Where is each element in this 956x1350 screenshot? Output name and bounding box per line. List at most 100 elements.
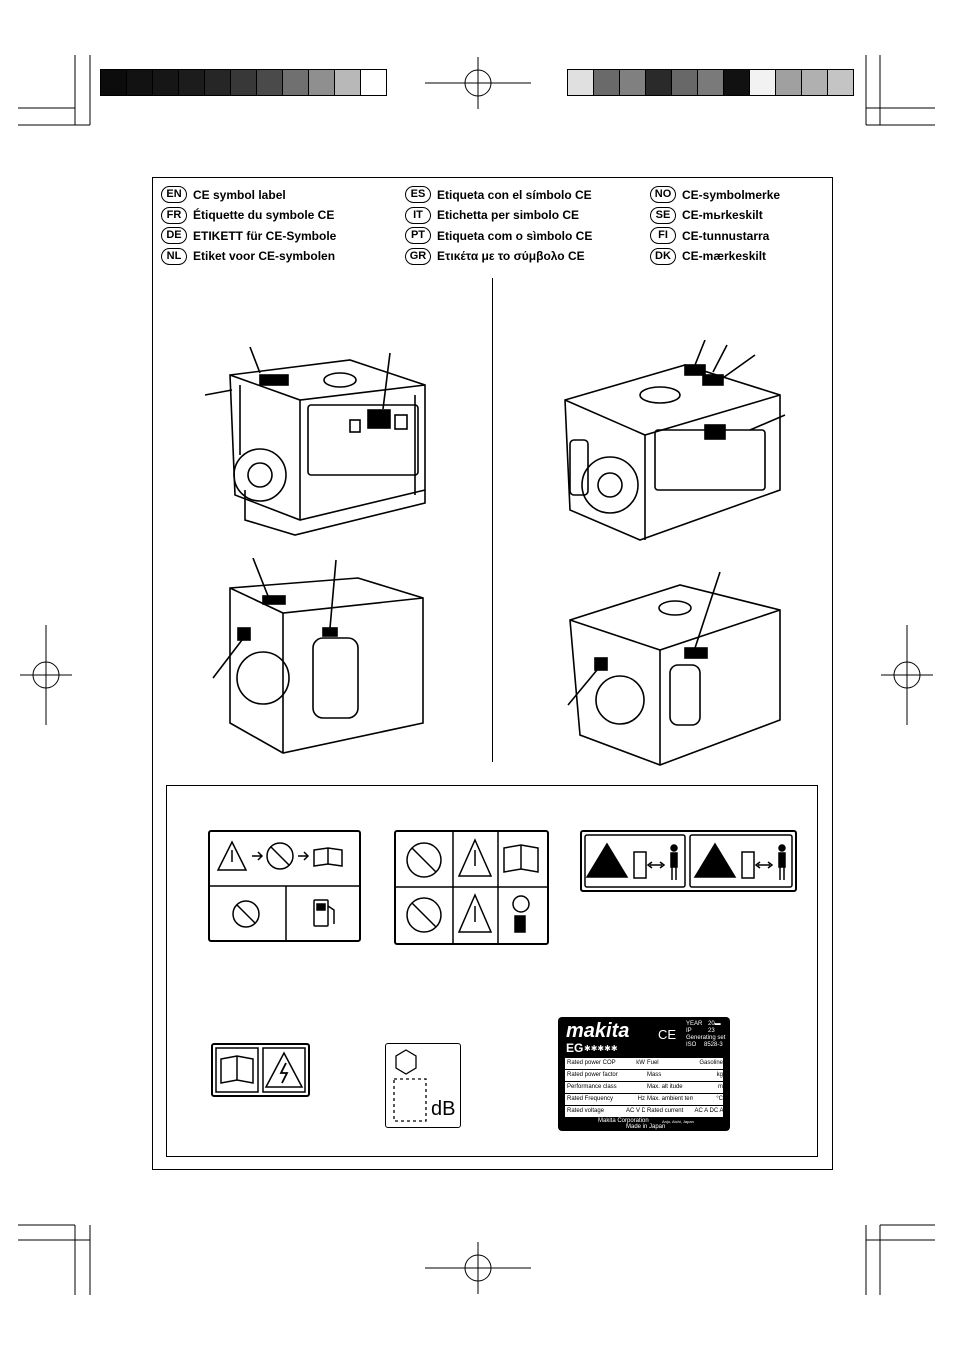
generator-illustration-4 xyxy=(567,571,781,766)
language-title: EN CE symbol label xyxy=(161,186,286,203)
plate-year-value: 20▬ xyxy=(708,1021,721,1027)
plate-made-in: Made in Japan xyxy=(626,1124,666,1130)
language-title-text: Ετικέτα με το σύμβολο CE xyxy=(437,249,585,263)
plate-genset: Generating set xyxy=(686,1035,726,1041)
language-title-text: Etiket voor CE-symbolen xyxy=(193,249,336,263)
language-code-badge: SE xyxy=(650,206,676,224)
generator-illustration-3 xyxy=(212,558,424,754)
language-title-text: Etiqueta com o sìmbolo CE xyxy=(437,228,593,243)
language-code-badge: FI xyxy=(650,227,676,244)
warning-sticker-2-art xyxy=(396,832,547,943)
rating-plate: makita EG ✱✱✱✱✱ CE YEAR 20▬ IP 23 Genera… xyxy=(558,1017,730,1131)
language-title: IT Etichetta per simbolo CE xyxy=(405,206,580,224)
noise-label: dB xyxy=(385,1043,461,1128)
plate-spec-value: kg xyxy=(716,1072,723,1078)
language-code-badge: NO xyxy=(650,186,676,203)
page-frame xyxy=(152,177,833,1170)
plate-spec-unit: kW xyxy=(636,1060,645,1066)
language-title: FR Étiquette du symbole CE xyxy=(161,206,335,224)
language-title-text: CE-mærkeskilt xyxy=(682,249,767,263)
language-title-text: CE-symbolmerke xyxy=(682,187,781,202)
warning-sticker-2 xyxy=(394,830,549,945)
plate-model-suffix: ✱✱✱✱✱ xyxy=(584,1044,618,1053)
language-title-text: CE-mь‌rkeskilt xyxy=(682,208,763,222)
language-title: NL Etiket voor CE-symbolen xyxy=(161,247,336,265)
noise-label-art xyxy=(393,1049,427,1122)
plate-spec-label: Max. alt itude xyxy=(646,1084,683,1090)
language-title-text: ETIKETT für CE-Symbole xyxy=(193,228,337,243)
plate-spec-unit: Hz xyxy=(637,1096,645,1102)
language-title: NO CE-symbolmerke xyxy=(650,186,780,203)
language-title-text: CE symbol label xyxy=(193,187,286,202)
language-title: GR Ετικέτα με το σύμβολο CE xyxy=(405,247,585,265)
color-swatch xyxy=(593,69,620,96)
color-swatch xyxy=(749,69,776,96)
plate-spec-value: m xyxy=(718,1084,723,1090)
language-title-text: Etichetta per simbolo CE xyxy=(437,208,580,222)
language-title: DE ETIKETT für CE-Symbole xyxy=(161,227,336,244)
language-code-badge: GR xyxy=(405,247,431,265)
color-swatch xyxy=(308,69,335,96)
warning-sticker-4 xyxy=(211,1043,310,1097)
warning-sticker-1 xyxy=(208,830,361,942)
plate-spec-label: Rated power factor xyxy=(567,1072,618,1078)
plate-spec-label: Mass xyxy=(646,1072,662,1078)
plate-spec-label: Rated Frequency xyxy=(567,1096,614,1102)
plate-brand: makita xyxy=(566,1020,630,1042)
plate-spec-value: AC A DC A xyxy=(694,1108,723,1114)
color-swatch xyxy=(775,69,802,96)
language-code-badge: FR xyxy=(161,206,187,224)
color-swatch xyxy=(827,69,854,96)
plate-ce-mark: CE xyxy=(658,1027,677,1042)
color-swatch xyxy=(801,69,828,96)
plate-spec-label: Rated power COP xyxy=(567,1060,616,1066)
warning-sticker-4-art xyxy=(215,1047,306,1093)
language-title: ES Etiqueta con el símbolo CE xyxy=(405,186,592,203)
warning-sticker-1-art xyxy=(210,840,359,940)
warning-sticker-3 xyxy=(580,830,797,892)
plate-maker-location: Anjo, Aichi, Japan xyxy=(662,1119,694,1124)
color-swatch xyxy=(671,69,698,96)
plate-spec-unit xyxy=(624,1082,645,1093)
plate-spec-value: °C xyxy=(716,1096,723,1102)
plate-spec-label: Performance class xyxy=(567,1084,617,1090)
language-code-badge: NL xyxy=(161,247,187,265)
color-swatch xyxy=(152,69,179,96)
plate-spec-value: Gasoline xyxy=(699,1060,723,1066)
language-title-text: Étiquette du symbole CE xyxy=(193,208,335,222)
plate-spec-label: Max. ambient temp xyxy=(646,1096,693,1102)
language-title: SE CE-mь‌rkeskilt xyxy=(650,206,763,224)
language-code-badge: ES xyxy=(405,186,431,203)
color-swatch xyxy=(204,69,231,96)
color-swatch xyxy=(645,69,672,96)
plate-maker: Makita Corporation xyxy=(598,1118,649,1124)
label-panel xyxy=(166,785,818,1157)
plate-spec-label: Fuel xyxy=(646,1060,659,1066)
color-swatch xyxy=(282,69,309,96)
color-swatch xyxy=(178,69,205,96)
plate-spec-row: Rated power factor Mass kg xyxy=(565,1070,723,1081)
noise-unit: dB xyxy=(431,1098,456,1120)
color-swatch xyxy=(126,69,153,96)
color-swatch xyxy=(230,69,257,96)
language-code-badge: EN xyxy=(161,186,187,203)
generator-illustration-2 xyxy=(564,340,786,541)
plate-spec-unit xyxy=(624,1070,645,1081)
plate-year-label: YEAR xyxy=(686,1021,703,1027)
color-swatch xyxy=(100,69,127,96)
plate-spec-label: Rated voltage xyxy=(567,1108,605,1114)
color-swatch xyxy=(256,69,283,96)
language-code-badge: DE xyxy=(161,227,187,244)
plate-iso-value: 8528-3 xyxy=(704,1042,723,1048)
language-code-badge: IT xyxy=(405,206,431,224)
language-title-text: Etiqueta con el símbolo CE xyxy=(437,187,592,202)
generator-illustration-1 xyxy=(204,346,426,536)
plate-spec-unit: AC V DC V xyxy=(625,1108,645,1114)
plate-iso-label: ISO xyxy=(686,1042,697,1048)
